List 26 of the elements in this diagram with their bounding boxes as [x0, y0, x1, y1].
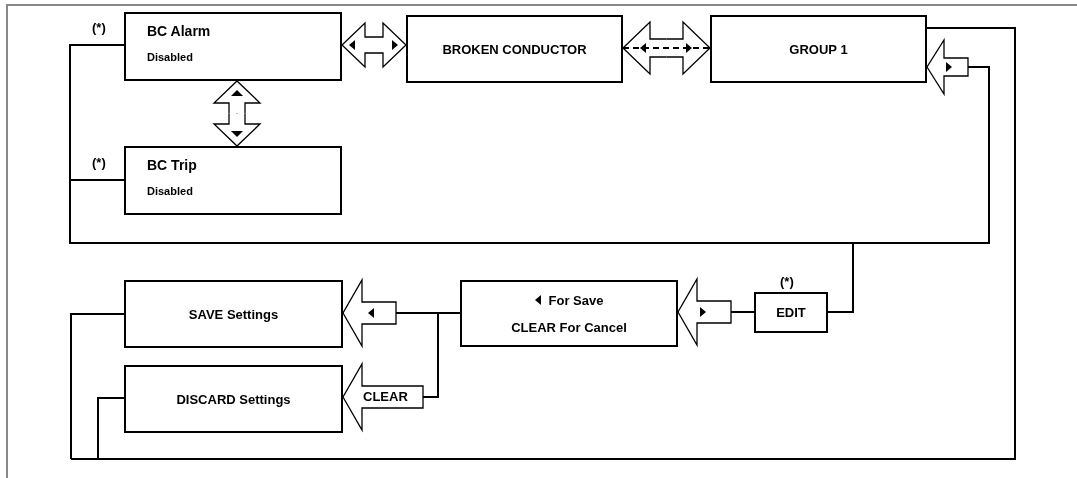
- menu-text: SAVE Settings: [188, 306, 279, 322]
- menu-box: [124, 280, 343, 348]
- menu-text: EDIT: [776, 305, 806, 320]
- setting-name: BC Trip: [147, 157, 197, 173]
- menu-text: For Save: [548, 292, 604, 308]
- edge-label: CLEAR: [363, 390, 408, 404]
- menu-box: [460, 280, 678, 347]
- menu-box: [754, 292, 828, 333]
- menu-box: [710, 15, 927, 83]
- note-mark: (*): [780, 274, 794, 289]
- menu-text: CLEAR For Cancel: [511, 319, 627, 335]
- menu-box: [406, 15, 623, 83]
- menu-box: [124, 365, 343, 433]
- menu-box: [124, 12, 342, 81]
- setting-value: Disabled: [147, 51, 193, 63]
- menu-text: GROUP 1: [789, 41, 848, 57]
- menu-text: BROKEN CONDUCTOR: [442, 41, 587, 57]
- note-mark: (*): [92, 20, 106, 35]
- setting-name: BC Alarm: [147, 23, 211, 39]
- note-mark: (*): [92, 155, 106, 170]
- connector-line: [97, 397, 125, 460]
- connector-line: [70, 313, 125, 460]
- menu-box: [124, 146, 342, 215]
- connector-line: [70, 27, 1016, 460]
- menu-text: DISCARD Settings: [176, 391, 291, 407]
- setting-value: Disabled: [147, 185, 193, 197]
